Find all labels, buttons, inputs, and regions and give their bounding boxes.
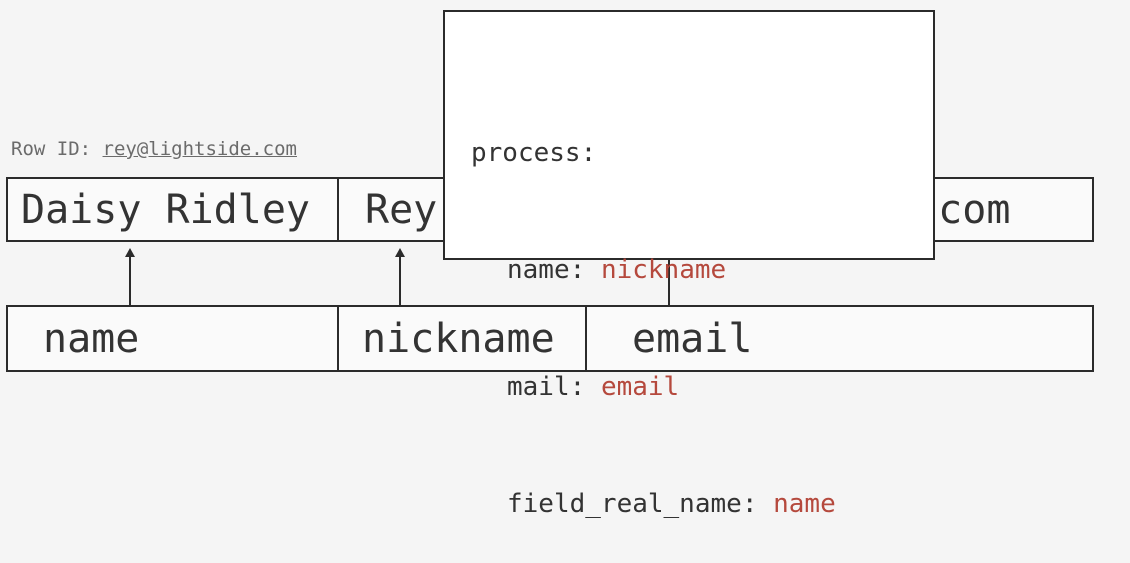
mapping-key: name [507, 255, 570, 285]
process-header: process: [471, 138, 597, 168]
mapping-value: nickname [600, 255, 727, 285]
arrow-up-icon [125, 248, 135, 257]
row-id-label-text: Row ID: [11, 138, 103, 160]
row-id-value: rey@lightside.com [102, 138, 297, 160]
mapping-key: field_real_name [507, 489, 742, 519]
arrow-up-icon [395, 248, 405, 257]
mapping-line: field_real_name: name [507, 489, 836, 519]
mapping-value: email [600, 372, 680, 402]
field-cell-nickname: nickname [337, 307, 585, 370]
data-cell-nickname: Rey [337, 179, 585, 240]
connector-email [668, 258, 670, 305]
data-cell-name: Daisy Ridley [21, 186, 310, 233]
arrow-nickname [395, 248, 405, 305]
process-mapping-popup: process: name: nickname mail: email fiel… [443, 10, 935, 519]
mapping-value: name [773, 489, 836, 519]
row-id-label: Row ID: rey@lightside.com [11, 138, 297, 160]
field-row: name nickname email [6, 305, 1094, 372]
mapping-key: mail [507, 372, 570, 402]
mapping-line: name: nickname [507, 255, 727, 285]
mapping-line: mail: email [507, 372, 680, 402]
arrow-name [125, 248, 135, 305]
field-cell-email: email [585, 307, 1092, 370]
field-cell-name: name [43, 315, 140, 362]
